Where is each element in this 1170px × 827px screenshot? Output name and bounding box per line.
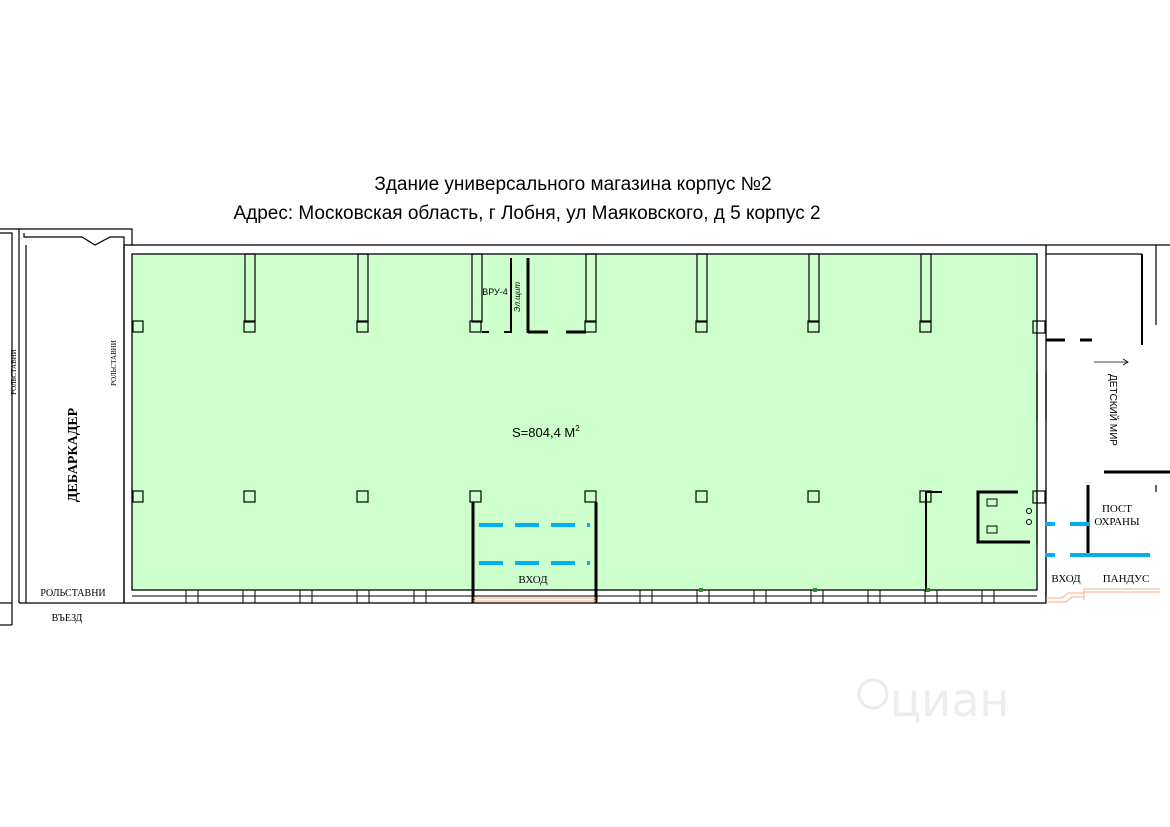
sink-icon	[1026, 519, 1032, 525]
watermark-logo-icon	[857, 678, 889, 710]
sales-hall: ВРУ-4 Эл.щит	[123, 244, 1047, 604]
security-post-label-line2: ОХРАНЫ	[1094, 516, 1140, 528]
top-pilasters	[244, 253, 932, 323]
watermark: циан	[857, 673, 1009, 727]
entrance-doors	[479, 523, 590, 565]
columns-row-1	[132, 320, 1046, 334]
hall-inner-wall	[131, 253, 1038, 591]
security-post-label-line1: ПОСТ	[1102, 503, 1132, 515]
shutters-bottom-label: РОЛЬСТАВНИ	[40, 588, 105, 599]
side-entrance-doors	[1045, 522, 1150, 557]
kids-store-label: ДЕТСКИЙ МИР	[1107, 374, 1120, 446]
area-label: S=804,4 М2	[512, 424, 580, 440]
ramp-label: ПАНДУС	[1103, 573, 1150, 585]
shutters-left-outer-label: РОЛЬСТАВНИ	[10, 349, 18, 395]
marker-icons	[699, 588, 930, 592]
side-entrance-label: ВХОД	[1051, 573, 1081, 585]
ramp	[1046, 588, 1160, 603]
toilet-icon	[986, 498, 998, 507]
drive-in-label: ВЪЕЗД	[52, 613, 83, 624]
shutters-left-inner-label: РОЛЬСТАВНИ	[110, 340, 118, 386]
electrical-shield-label: Эл.щит	[513, 282, 522, 313]
area-value: S=804,4 М	[512, 425, 575, 440]
entrance-walls	[471, 502, 598, 603]
right-annex	[1036, 244, 1170, 603]
electrical-room-walls	[482, 258, 586, 334]
watermark-text: циан	[890, 673, 1009, 727]
window-mullions	[185, 590, 995, 603]
hall-floor	[132, 254, 1037, 590]
vru-label: ВРУ-4	[482, 287, 508, 297]
main-entrance-label: ВХОД	[518, 574, 548, 586]
address-line: Адрес: Московская область, г Лобня, ул М…	[233, 203, 820, 224]
area-unit-superscript: 2	[575, 424, 580, 433]
right-partition	[925, 491, 942, 592]
loading-dock-label: ДЕБАРКАДЕР	[66, 407, 81, 502]
toilet-icon	[986, 525, 998, 534]
sink-icon	[1026, 508, 1032, 514]
loading-dock	[0, 228, 133, 626]
entrance-threshold	[473, 597, 596, 602]
page-title: Здание универсального магазина корпус №2	[374, 174, 771, 195]
restroom	[976, 490, 1038, 545]
arrow-icons	[1094, 358, 1129, 366]
